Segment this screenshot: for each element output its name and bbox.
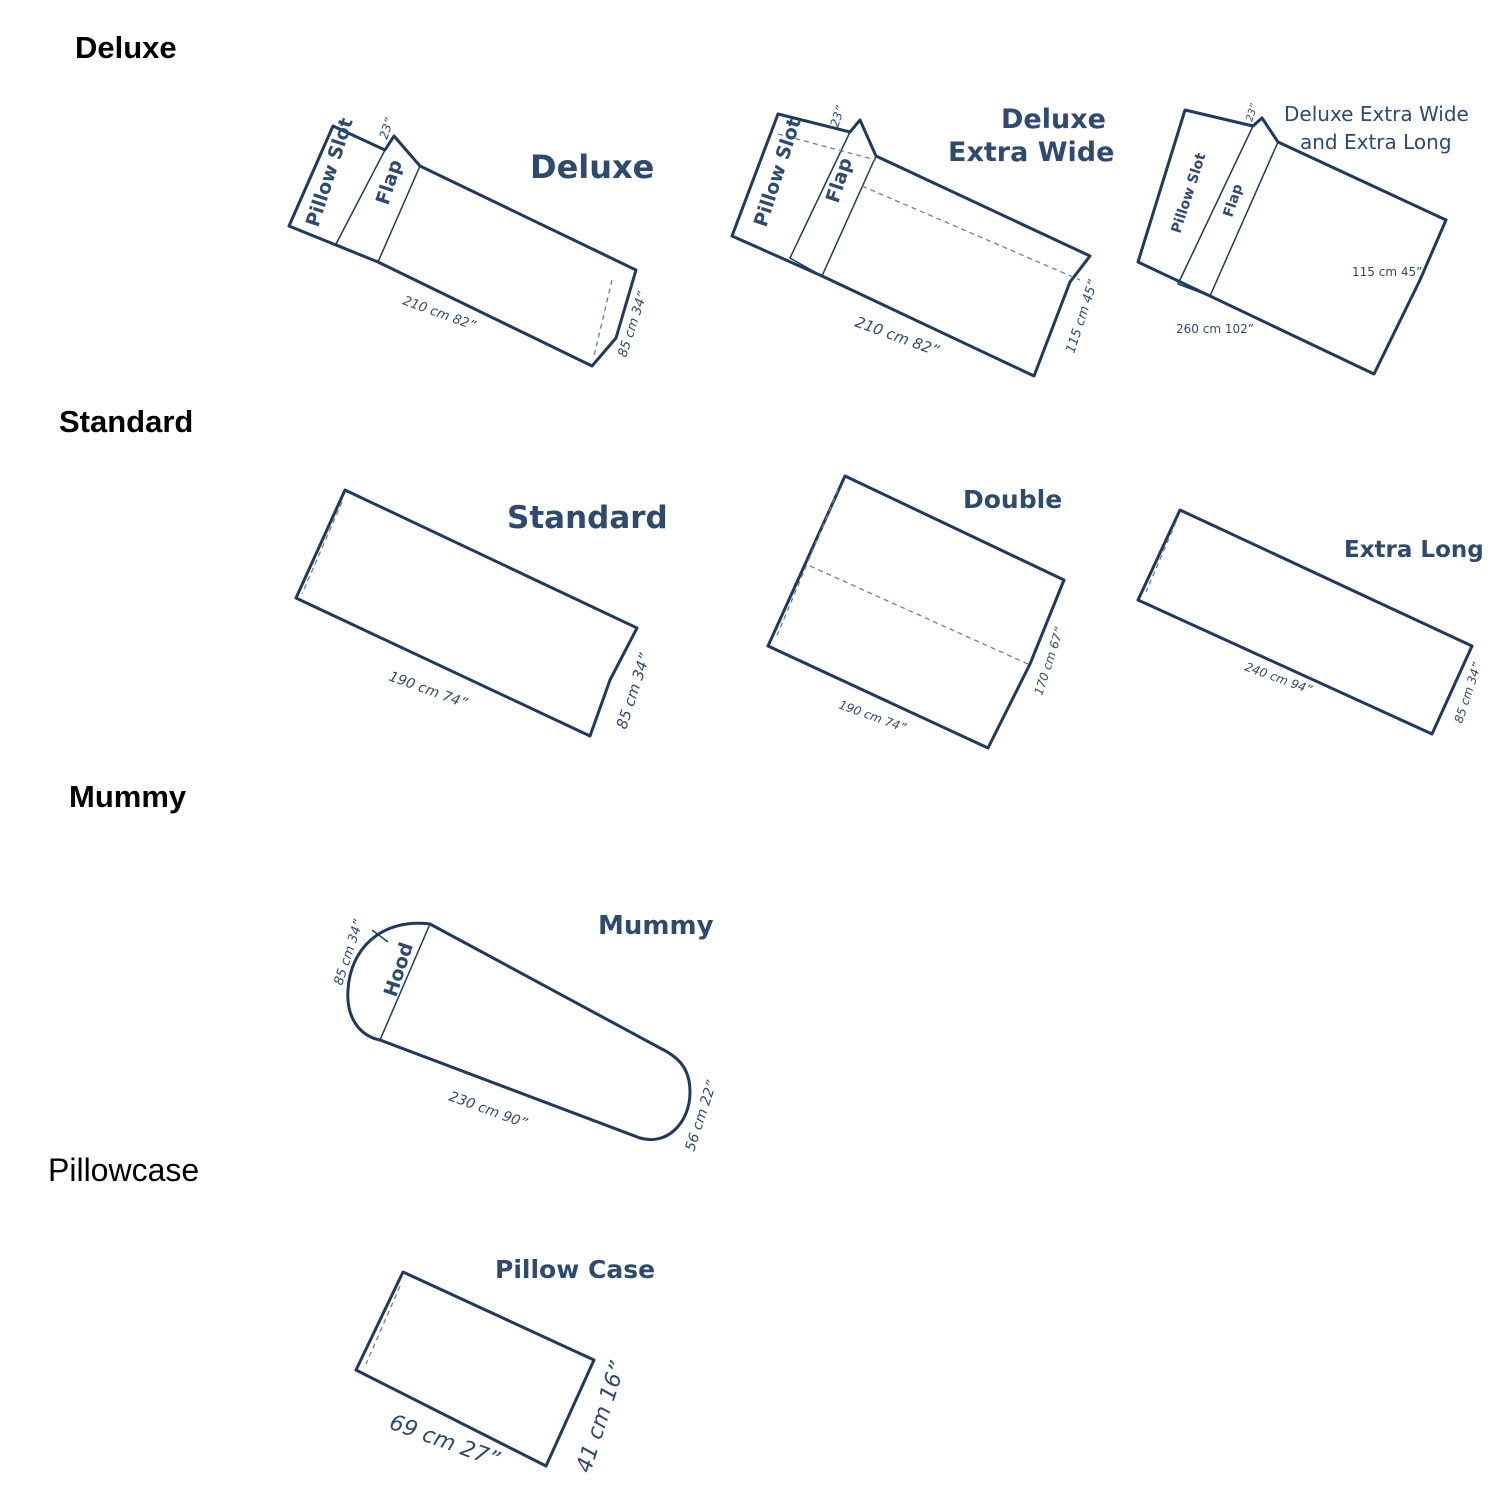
deluxe-extra-wide-width: 115 cm 45”: [1064, 278, 1102, 355]
deluxe-seam: [593, 279, 613, 357]
deluxe-extra-wide-outline: [730, 112, 1092, 378]
double-center-seam: [809, 565, 1029, 665]
deluxe-extra-wide-long-outline: [1136, 108, 1448, 376]
mummy-title: Mummy: [598, 911, 714, 941]
pillow-case-title: Pillow Case: [495, 1255, 655, 1284]
standard-outline: [294, 488, 639, 738]
deluxe-extra-wide-long-flap-edge: [1209, 141, 1279, 297]
deluxe-extra-wide-title-line2: Extra Wide: [948, 137, 1114, 168]
section-heading-deluxe: Deluxe: [75, 30, 177, 65]
mummy-outline: [346, 921, 692, 1141]
extra-long-width: 85 cm 34”: [1452, 660, 1485, 725]
mummy-hood-arrow: [371, 929, 389, 943]
deluxe-extra-wide-pillow-slot-label: Pillow Slot: [750, 115, 806, 229]
pillow-case-length: 69 cm 27”: [386, 1410, 503, 1473]
deluxe-extra-wide-long-liner: Pillow Slot Flap 23” Deluxe Extra Wide a…: [1136, 102, 1469, 376]
mummy-hood-label: Hood: [380, 940, 418, 1000]
mummy-foot: 56 cm 22”: [683, 1078, 721, 1153]
section-heading-mummy: Mummy: [69, 779, 187, 814]
deluxe-extra-wide-title-line1: Deluxe: [1001, 104, 1106, 135]
deluxe-extra-wide-flap-label: Flap: [822, 155, 857, 205]
deluxe-length: 210 cm 82”: [401, 294, 478, 334]
section-heading-standard: Standard: [59, 404, 194, 439]
deluxe-extra-wide-liner: Pillow Slot Flap 23” Deluxe Extra Wide 2…: [730, 103, 1114, 378]
extra-long-liner: Extra Long 240 cm 94” 85 cm 34”: [1136, 508, 1485, 736]
standard-title: Standard: [507, 500, 668, 536]
deluxe-extra-wide-long-pillow-slot-label: Pillow Slot: [1169, 151, 1210, 235]
standard-seam: [301, 501, 343, 595]
deluxe-extra-wide-center-seam: [861, 185, 1081, 281]
section-heading-pillowcase: Pillowcase: [48, 1152, 200, 1188]
double-title: Double: [963, 485, 1062, 514]
deluxe-extra-wide-flap-edge: [821, 155, 877, 277]
deluxe-extra-wide-slot-depth: 23”: [828, 103, 848, 129]
deluxe-extra-wide-top-seam: [777, 133, 877, 161]
extra-long-seam: [1145, 521, 1177, 593]
deluxe-extra-wide-slot-divider: [789, 131, 851, 277]
standard-liner: Standard 190 cm 74” 85 cm 34”: [294, 488, 668, 738]
mummy-liner: Hood 85 cm 34” Mummy 230 cm 90” 56 cm 22…: [332, 911, 721, 1153]
deluxe-flap-edge: [377, 165, 421, 263]
deluxe-outline: [287, 124, 638, 368]
deluxe-extra-wide-length: 210 cm 82”: [853, 313, 942, 360]
deluxe-extra-wide-long-width: 115 cm 45”: [1352, 265, 1422, 279]
deluxe-liner: Pillow Slot Flap 23” Deluxe 210 cm 82” 8…: [287, 115, 654, 368]
pillow-case-width: 41 cm 16”: [572, 1358, 631, 1476]
deluxe-extra-wide-long-title-line2: and Extra Long: [1300, 130, 1452, 154]
pillow-case-seam: [365, 1285, 401, 1365]
extra-long-title: Extra Long: [1344, 537, 1484, 563]
double-width: 170 cm 67”: [1032, 625, 1067, 697]
deluxe-slot-divider: [335, 149, 386, 263]
double-length: 190 cm 74”: [837, 698, 909, 735]
deluxe-extra-wide-long-title-line1: Deluxe Extra Wide: [1284, 102, 1469, 126]
mummy-length: 230 cm 90”: [447, 1089, 530, 1132]
extra-long-outline: [1136, 508, 1474, 736]
pillow-case-outline: [354, 1270, 596, 1468]
deluxe-extra-wide-long-slot-divider: [1177, 125, 1254, 297]
pillow-case: Pillow Case 69 cm 27” 41 cm 16”: [354, 1255, 655, 1476]
double-outline: [766, 474, 1066, 750]
mummy-hood-edge: [379, 923, 431, 1041]
double-liner: Double 190 cm 74” 170 cm 67”: [766, 474, 1067, 750]
deluxe-extra-wide-long-length: 260 cm 102”: [1176, 322, 1254, 336]
deluxe-title: Deluxe: [530, 148, 654, 186]
deluxe-slot-depth: 23”: [377, 115, 397, 141]
